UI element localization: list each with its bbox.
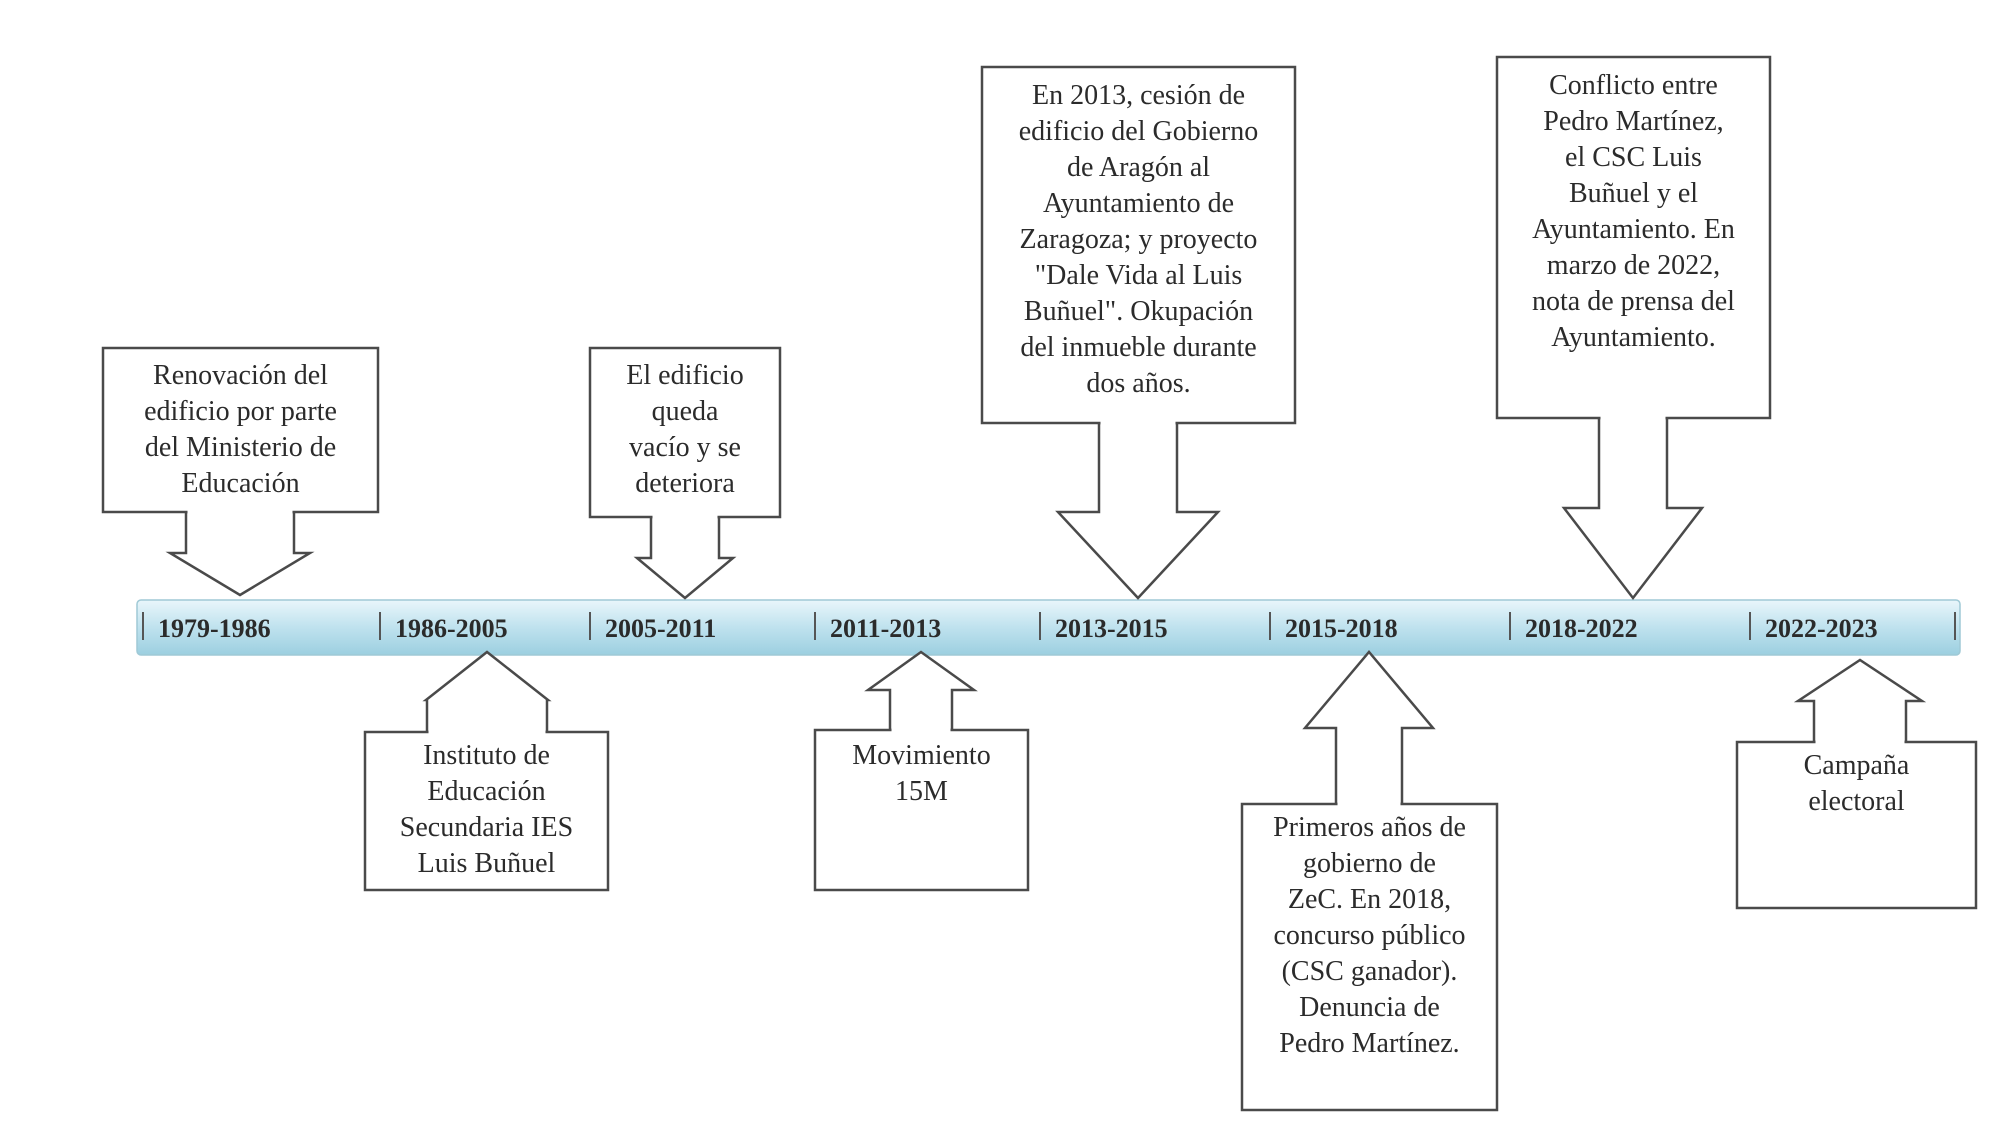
event-cesion-2013-box (980, 65, 1297, 425)
callout-line: ZeC. En 2018, (1288, 884, 1451, 915)
callout-line: del Ministerio de (145, 432, 336, 463)
event-conflicto-box (1495, 55, 1772, 420)
event-movimiento-15m-arrow (864, 650, 978, 732)
callout-line: Movimiento (852, 740, 990, 771)
callout-line: vacío y se (629, 432, 741, 463)
timeline-events: Renovación del edificio por parte del Mini… (101, 55, 1978, 1112)
callout-line: Renovación del (153, 360, 328, 391)
callout-line: edificio del Gobierno (1019, 116, 1258, 147)
event-edificio-vacio-arrow (633, 515, 737, 600)
callout-line: queda (652, 396, 719, 427)
event-campana-callout: Campaña electoral (1735, 658, 1978, 910)
callout-line: Instituto de (423, 740, 550, 771)
callout-line: Educación (181, 468, 299, 499)
period-label: 1986-2005 (395, 614, 508, 643)
event-zec-arrow (1302, 650, 1436, 806)
period-label: 1979-1986 (158, 614, 271, 643)
event-cesion-2013-arrow (1055, 421, 1221, 600)
event-instituto-box (363, 730, 610, 892)
callout-line: 15M (895, 776, 948, 807)
event-cesion-2013-text: En 2013, cesión de edificio del Gobierno d… (1019, 80, 1258, 399)
event-movimiento-15m-text: Movimiento 15M (852, 740, 990, 807)
event-instituto-arrow (422, 650, 552, 734)
period-label: 2011-2013 (830, 614, 941, 643)
timeline-periods: 1979-1986 1986-2005 2005-2011 2011-2013 2013… (142, 612, 1956, 643)
callout-line: del inmueble durante (1020, 332, 1256, 363)
callout-line: Secundaria IES (400, 812, 573, 843)
event-cesion-2013-callout: En 2013, cesión de edificio del Gobierno d… (980, 65, 1297, 600)
event-zec-text: Primeros años de gobierno de ZeC. En 2018,… (1273, 812, 1466, 1059)
callout-line: Conflicto entre (1549, 70, 1718, 101)
callout-line: Ayuntamiento de (1043, 188, 1234, 219)
period-label: 2018-2022 (1525, 614, 1638, 643)
callout-line: gobierno de (1303, 848, 1436, 879)
event-conflicto-arrow (1561, 416, 1705, 601)
callout-line: Campaña (1804, 750, 1910, 781)
callout-line: el CSC Luis (1565, 142, 1702, 173)
callout-line: Buñuel". Okupación (1024, 296, 1253, 327)
event-campana-box (1735, 740, 1978, 910)
callout-line: Pedro Martínez, (1543, 106, 1723, 137)
period-label: 2013-2015 (1055, 614, 1168, 643)
period-label: 2022-2023 (1765, 614, 1878, 643)
event-renovacion-callout: Renovación del edificio por parte del Mini… (101, 346, 380, 597)
callout-line: Luis Buñuel (418, 848, 556, 879)
callout-line: Ayuntamiento. En (1532, 214, 1735, 245)
event-zec-callout: Primeros años de gobierno de ZeC. En 2018,… (1240, 650, 1499, 1112)
timeline-bar (136, 599, 1961, 656)
period-label: 2015-2018 (1285, 614, 1398, 643)
event-renovacion-arrow (165, 510, 315, 597)
event-zec-box (1240, 802, 1499, 1112)
event-edificio-vacio-callout: El edificio queda vacío y se deteriora (588, 346, 782, 600)
callout-line: Zaragoza; y proyecto (1020, 224, 1258, 255)
period-label: 2005-2011 (605, 614, 716, 643)
callout-line: Ayuntamiento. (1551, 322, 1716, 353)
callout-line: (CSC ganador). (1282, 956, 1458, 987)
callout-line: marzo de 2022, (1547, 250, 1720, 281)
callout-line: deteriora (635, 468, 735, 499)
callout-line: Primeros años de (1273, 812, 1466, 843)
callout-line: nota de prensa del (1532, 286, 1735, 317)
callout-line: En 2013, cesión de (1032, 80, 1245, 111)
callout-line: Denuncia de (1299, 992, 1440, 1023)
event-edificio-vacio-text: El edificio queda vacío y se deteriora (626, 360, 743, 499)
event-campana-arrow (1793, 658, 1927, 744)
callout-line: Buñuel y el (1569, 178, 1698, 209)
callout-line: edificio por parte (144, 396, 337, 427)
callout-line: "Dale Vida al Luis (1035, 260, 1243, 291)
callout-line: de Aragón al (1067, 152, 1210, 183)
event-movimiento-15m-callout: Movimiento 15M (813, 650, 1030, 892)
event-edificio-vacio-box (588, 346, 782, 519)
event-renovacion-text: Renovación del edificio por parte del Mini… (144, 360, 337, 499)
callout-line: Educación (427, 776, 545, 807)
callout-line: concurso público (1273, 920, 1465, 951)
event-campana-text: Campaña electoral (1804, 750, 1910, 817)
callout-line: El edificio (626, 360, 743, 391)
event-renovacion-box (101, 346, 380, 514)
callout-line: electoral (1808, 786, 1905, 817)
callout-line: Pedro Martínez. (1279, 1028, 1459, 1059)
callout-line: dos años. (1086, 368, 1190, 399)
